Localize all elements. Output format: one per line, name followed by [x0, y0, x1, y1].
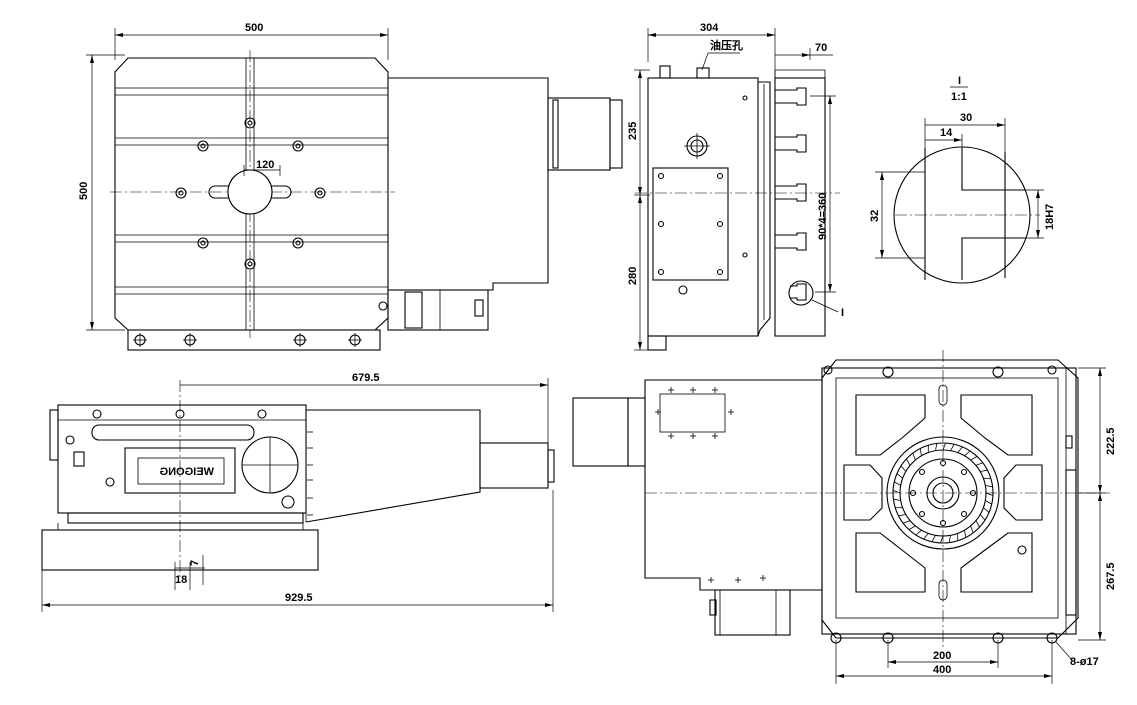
gear-tooth	[902, 520, 911, 524]
gear-tooth	[985, 492, 994, 496]
gear-tooth	[940, 535, 944, 544]
side-flange-label: 70	[815, 42, 827, 54]
gear-tooth	[898, 514, 906, 517]
side-upper-label: 235	[627, 122, 639, 140]
holes-label: 8-ø17	[1070, 656, 1099, 668]
base-width-label: 400	[933, 664, 951, 676]
gear-tooth	[931, 535, 936, 542]
gear-tooth	[894, 481, 901, 486]
gear-tooth	[915, 529, 922, 536]
gear-tooth	[893, 498, 901, 501]
gear-tooth	[964, 530, 967, 538]
detail-marker: I	[841, 307, 844, 319]
gear-tooth	[985, 500, 992, 505]
gear-tooth	[935, 443, 938, 451]
front-housing-marks	[307, 431, 313, 516]
gear-tooth	[948, 535, 951, 543]
detail-width-label: 30	[960, 112, 972, 124]
detail-scale: 1:1	[951, 91, 967, 103]
gear-tooth	[950, 444, 955, 451]
front-length-label: 679.5	[352, 372, 380, 384]
gear-teeth	[892, 442, 994, 544]
top-height-label: 500	[78, 182, 90, 200]
gear-tooth	[979, 514, 986, 521]
small-h-label: 7	[189, 560, 201, 566]
gear-tooth	[980, 469, 988, 472]
side-lower-label: 280	[627, 267, 639, 285]
small-w-label: 18	[175, 574, 187, 586]
side-view: 304 70 油压孔 235 280 I 90*4=360	[627, 22, 844, 351]
oil-hole-label: 油压孔	[710, 38, 743, 52]
slot-fit-label: 18H7	[1044, 204, 1056, 230]
front-total-label: 929.5	[285, 592, 313, 604]
plan-upper-label: 222.5	[1105, 427, 1117, 455]
plan-view: 222.5 267.5 200 400 8-ø17	[572, 350, 1117, 684]
plan-bolts	[823, 365, 1058, 644]
side-width-label: 304	[700, 22, 719, 34]
top-view: 500 500 120	[78, 22, 623, 351]
gear-tooth	[896, 473, 903, 479]
detail-height-label: 32	[869, 210, 881, 222]
base-holes	[133, 333, 362, 347]
bolt-spacing-label: 200	[933, 650, 951, 662]
gear-tooth	[983, 507, 990, 513]
slot-spacing-label: 90*4=360	[817, 193, 829, 240]
gear-tooth	[957, 446, 963, 453]
gear-tooth	[970, 456, 978, 461]
plan-lower-label: 267.5	[1105, 562, 1117, 590]
detail-view: I 1:1 30 14 32 18H7	[869, 75, 1056, 284]
gear-tooth	[900, 465, 907, 472]
top-width-label: 500	[245, 22, 263, 34]
gear-tooth	[923, 533, 929, 540]
gear-tooth	[964, 450, 971, 457]
gear-tooth	[970, 525, 974, 534]
slot-label: 120	[256, 159, 274, 171]
gear-tooth	[912, 452, 916, 461]
gear-tooth	[919, 448, 922, 456]
nameplate-text: WEIGONG	[160, 466, 214, 478]
plan-housing-marks	[655, 387, 766, 583]
plan-windows	[843, 394, 1043, 593]
top-screws	[175, 117, 326, 270]
gear-tooth	[908, 525, 916, 530]
gear-tooth	[942, 442, 946, 451]
detail-title: I	[958, 75, 961, 87]
gear-tooth	[906, 458, 911, 466]
gear-tooth	[985, 485, 993, 488]
gear-tooth	[975, 520, 980, 528]
front-view: 679.5 WEIGONG 7 18 929.5	[41, 372, 555, 612]
detail-inner-label: 14	[940, 127, 953, 139]
gear-tooth	[892, 490, 901, 494]
gear-tooth	[975, 462, 984, 466]
